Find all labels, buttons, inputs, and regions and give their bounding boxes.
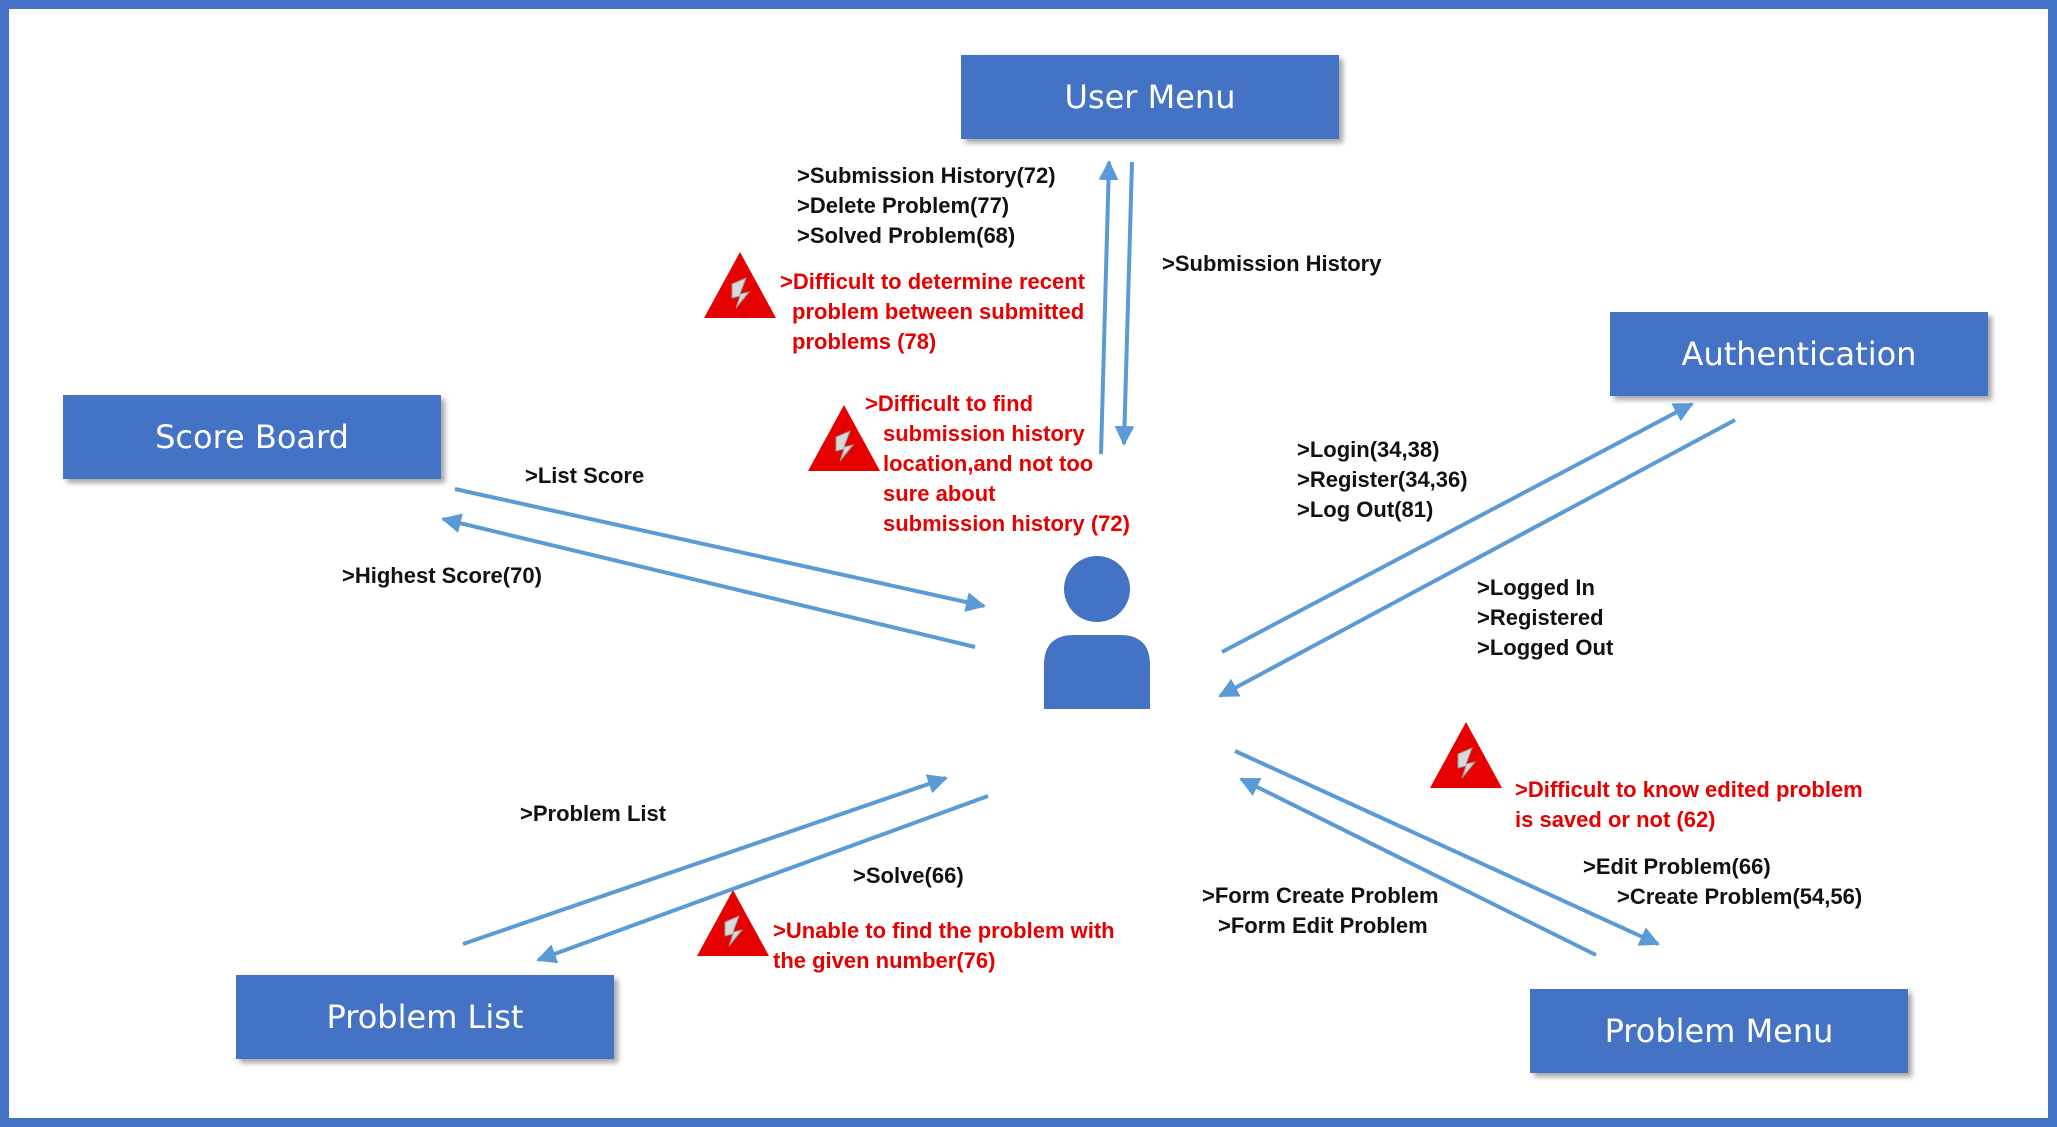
warning-icon — [1430, 722, 1502, 788]
issue-line: problem between submitted — [792, 299, 1085, 324]
flow-label: >Logged Out — [1477, 635, 1614, 660]
issue-line: >Difficult to determine recent — [780, 269, 1086, 294]
score-outgoing-label: >List Score — [525, 463, 645, 488]
authentication-node: Authentication — [1610, 312, 1988, 396]
problemlist-outgoing-label: >Problem List — [520, 801, 667, 826]
arrow-user-to-problemmenu — [1234, 749, 1660, 946]
flow-label: >Register(34,36) — [1297, 467, 1468, 492]
flow-label: >Delete Problem(77) — [797, 193, 1010, 218]
arrow-usermenu-to-user — [1114, 161, 1135, 446]
issue-line: the given number(76) — [773, 948, 996, 973]
usermenu-incoming-label: >Submission History — [1162, 251, 1382, 276]
warning-icon — [704, 252, 776, 318]
flow-label: >Form Create Problem — [1202, 883, 1439, 908]
arrow-user-to-usermenu — [1098, 160, 1119, 455]
auth-incoming-labels: >Logged In >Registered >Logged Out — [1477, 573, 1613, 663]
issue-line: problems (78) — [792, 329, 937, 354]
flow-label: >Login(34,38) — [1297, 437, 1440, 462]
flow-label: >Create Problem(54,56) — [1617, 884, 1863, 909]
authentication-label: Authentication — [1681, 335, 1917, 373]
problem-list-node: Problem List — [236, 975, 614, 1059]
flow-label: >Submission History(72) — [797, 163, 1056, 188]
user-icon — [1044, 556, 1150, 709]
score-incoming-label: >Highest Score(70) — [342, 563, 542, 588]
issue-line: is saved or not (62) — [1515, 807, 1716, 832]
score-board-node: Score Board — [63, 395, 441, 479]
problemlist-incoming-label: >Solve(66) — [853, 863, 964, 888]
user-menu-node: User Menu — [961, 55, 1339, 139]
issue-line: >Unable to find the problem with — [773, 918, 1115, 943]
problem-menu-node: Problem Menu — [1530, 989, 1908, 1073]
arrow-problemlist-to-user — [462, 774, 948, 946]
flow-label: >Registered — [1477, 605, 1604, 630]
issue-line: location,and not too — [883, 451, 1094, 476]
flow-label: >Edit Problem(66) — [1583, 854, 1771, 879]
flow-label: >Solved Problem(68) — [797, 223, 1016, 248]
issue-line: >Difficult to know edited problem — [1515, 777, 1863, 802]
user-menu-label: User Menu — [1064, 78, 1236, 116]
arrow-user-to-auth — [1221, 402, 1694, 654]
problem-list-label: Problem List — [326, 998, 524, 1036]
issue-problem-number: >Unable to find the problem with the giv… — [773, 916, 1115, 976]
problem-menu-label: Problem Menu — [1604, 1012, 1834, 1050]
flow-label: >Log Out(81) — [1297, 497, 1434, 522]
issue-recent-problem: >Difficult to determine recent problem b… — [780, 267, 1085, 357]
issue-line: sure about — [883, 481, 996, 506]
arrow-user-to-scoreboard — [441, 513, 976, 649]
arrow-auth-to-user — [1218, 418, 1736, 698]
score-board-label: Score Board — [155, 418, 349, 456]
arrow-problemmenu-to-user — [1239, 777, 1597, 957]
issue-edited-problem: >Difficult to know edited problem is sav… — [1515, 775, 1863, 835]
warning-icon — [697, 890, 769, 956]
problemmenu-outgoing-labels: >Edit Problem(66) >Create Problem(54,56) — [1583, 852, 1862, 912]
flow-label: >Logged In — [1477, 575, 1595, 600]
flow-label: >Form Edit Problem — [1218, 913, 1428, 938]
auth-outgoing-labels: >Login(34,38) >Register(34,36) >Log Out(… — [1297, 435, 1468, 525]
arrow-scoreboard-to-user — [454, 487, 986, 612]
warning-icon — [808, 405, 880, 471]
usermenu-outgoing-labels: >Submission History(72) >Delete Problem(… — [797, 161, 1056, 251]
issue-line: submission history (72) — [883, 511, 1130, 536]
problemmenu-incoming-labels: >Form Create Problem >Form Edit Problem — [1202, 881, 1439, 941]
arrow-user-to-problemlist — [536, 794, 989, 964]
issue-line: >Difficult to find — [865, 391, 1034, 416]
issue-submission-location: >Difficult to find submission history lo… — [865, 389, 1130, 539]
issue-line: submission history — [883, 421, 1085, 446]
